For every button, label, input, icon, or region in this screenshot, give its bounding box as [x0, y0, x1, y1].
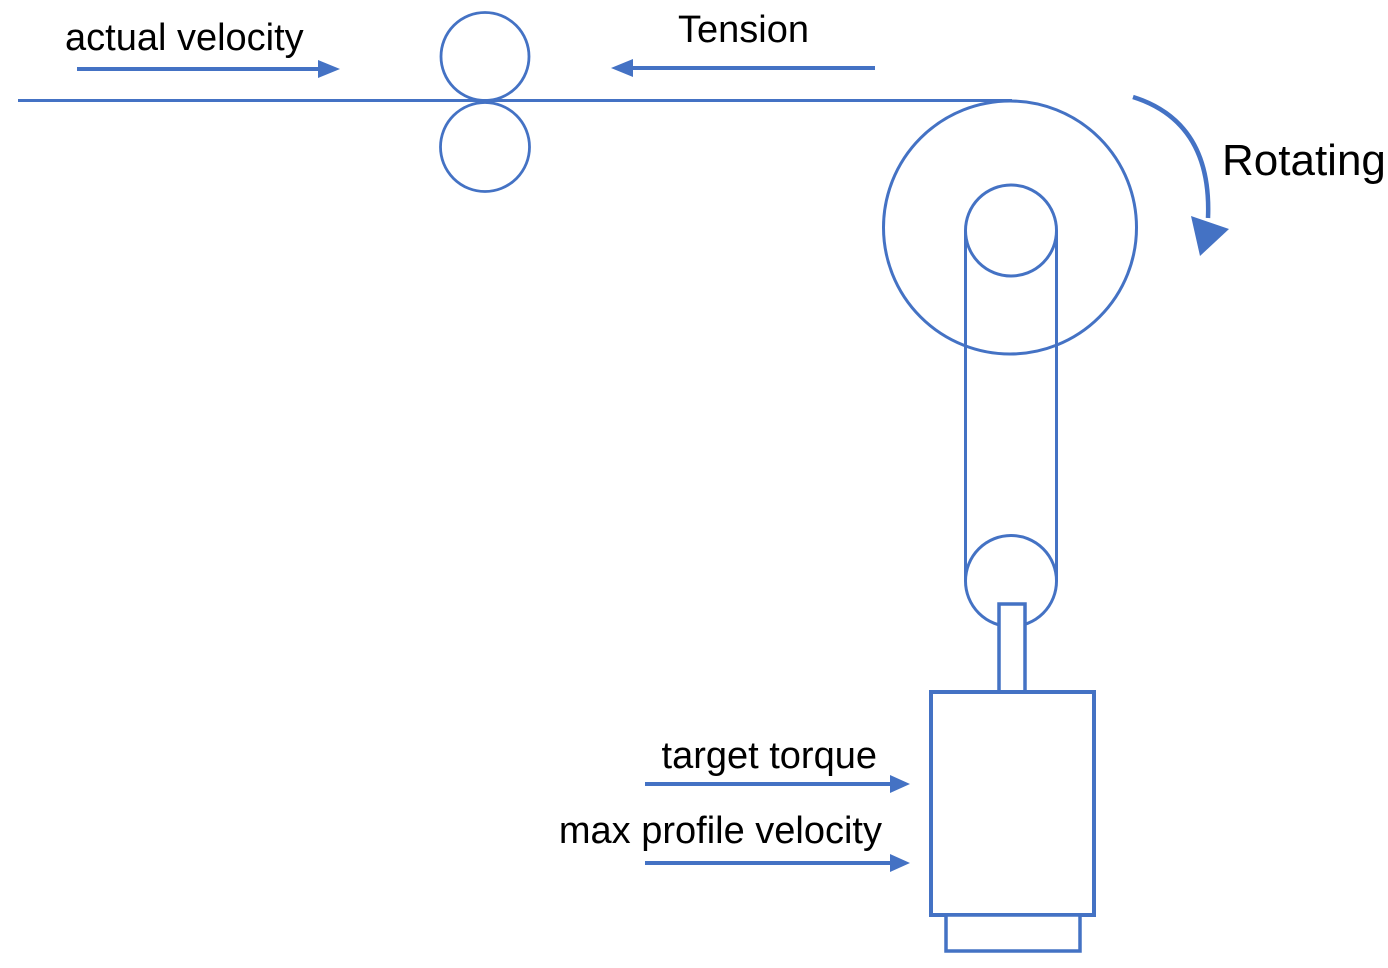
arrowhead-down-icon — [1191, 216, 1229, 256]
max-profile-velocity-label: max profile velocity — [559, 810, 882, 852]
target-torque-label: target torque — [662, 735, 877, 777]
tension-label: Tension — [678, 9, 809, 51]
nip-roller-top — [439, 11, 531, 102]
nip-roller-bottom — [439, 101, 531, 193]
rotating-arc — [1132, 94, 1211, 219]
arrowhead-right-icon — [890, 854, 910, 872]
rotating-label: Rotating — [1222, 136, 1386, 185]
winding-roll-hub — [964, 183, 1058, 278]
max-profile-velocity-arrow — [645, 854, 910, 872]
actual-velocity-label: actual velocity — [65, 17, 304, 59]
rotating-arrow — [1132, 94, 1229, 256]
arrowhead-left-icon — [611, 59, 633, 77]
arrowhead-right-icon — [318, 60, 340, 78]
motor-base — [944, 913, 1082, 953]
motor-body — [929, 690, 1096, 917]
target-torque-arrow — [645, 775, 910, 793]
motor-shaft — [997, 602, 1027, 694]
actual-velocity-arrow — [77, 60, 340, 78]
arrowhead-right-icon — [890, 775, 910, 793]
tension-arrow — [611, 59, 875, 77]
winding-roll-outer — [882, 99, 1138, 356]
